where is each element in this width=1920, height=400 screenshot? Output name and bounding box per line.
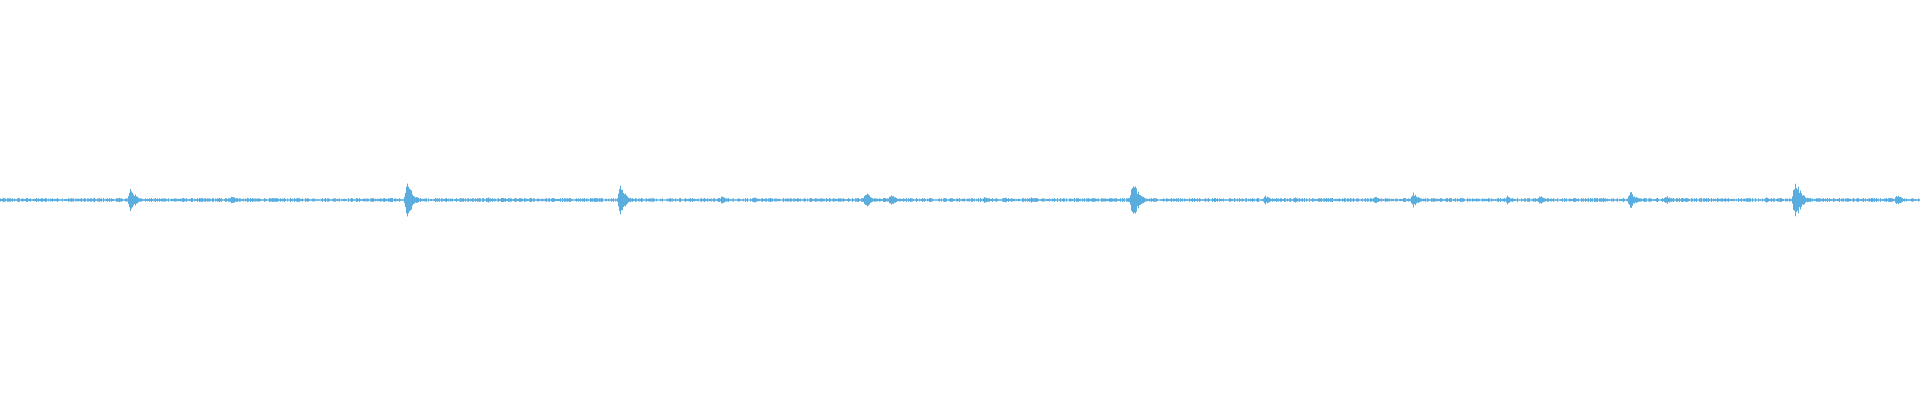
waveform-path: [0, 183, 1920, 217]
